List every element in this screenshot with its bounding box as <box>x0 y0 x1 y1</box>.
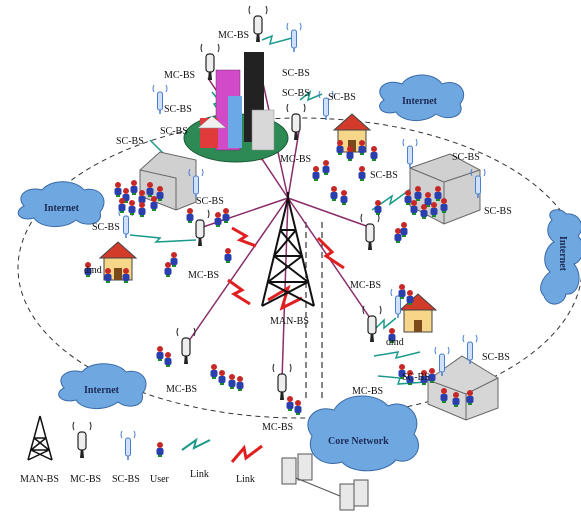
man-bs-tower <box>261 192 315 307</box>
label-sc-bs-bottom-right: SC-BS <box>402 372 430 383</box>
legend-backhaul-link-icon <box>230 444 263 463</box>
internet-cloud-left <box>17 181 105 227</box>
core-servers <box>281 453 369 511</box>
label-dmd-right: dmd <box>386 337 404 348</box>
label-sc-bs-right-3: SC-BS <box>484 206 512 217</box>
label-internet-bottom: Internet <box>84 385 120 396</box>
internet-cloud-top <box>379 74 465 121</box>
sc-bs-right-building <box>402 138 418 169</box>
legend-mc-bs-icon <box>72 421 92 459</box>
house-left <box>99 241 137 281</box>
sc-bs-top <box>286 22 302 53</box>
legend-label-sc-bs: SC-BS <box>112 474 140 485</box>
label-sc-bs-right-2: SC-BS <box>370 170 398 181</box>
house-right <box>399 293 437 333</box>
label-sc-bs-center: SC-BS <box>282 88 310 99</box>
label-sc-bs-lower-right: SC-BS <box>482 352 510 363</box>
label-mc-bs-lower-right: MC-BS <box>352 386 383 397</box>
legend-label-user: User <box>150 474 170 485</box>
legend-man-bs-icon <box>27 415 53 461</box>
mc-bs-top <box>248 5 268 43</box>
legend-label-man-bs: MAN-BS <box>20 474 59 485</box>
mc-bs-lower-left <box>176 327 196 365</box>
internet-cloud-right <box>540 209 581 305</box>
label-internet-top: Internet <box>402 96 438 107</box>
label-sc-bs-right-1: SC-BS <box>452 152 480 163</box>
mc-bs-right <box>360 213 380 251</box>
label-mc-bs-lower-left: MC-BS <box>166 384 197 395</box>
label-mc-bs-top: MC-BS <box>218 30 249 41</box>
label-mc-bs-upper-left: MC-BS <box>164 70 195 81</box>
label-mc-bs-left: MC-BS <box>188 270 219 281</box>
label-sc-bs-upper-left-2: SC-BS <box>160 126 188 137</box>
label-core-network: Core Network <box>328 436 389 447</box>
label-sc-bs-left: SC-BS <box>92 222 120 233</box>
label-sc-bs-upper-left-1: SC-BS <box>164 104 192 115</box>
core-fiber-link <box>305 222 323 400</box>
fiber-links <box>185 59 373 381</box>
legend-label-backhaul-link: Link <box>236 474 255 485</box>
label-sc-bs-left-building: SC-BS <box>196 196 224 207</box>
legend-user-icon <box>156 442 164 457</box>
mc-bs-center <box>286 103 306 141</box>
legend: MAN-BS MC-BS SC-BS User Link Link <box>20 415 263 485</box>
network-boundary <box>17 117 581 419</box>
label-dmd-left: dmd <box>84 265 102 276</box>
office-building-bottom-right <box>427 355 499 421</box>
label-internet-right: Internet <box>557 236 568 272</box>
legend-wireless-link-icon <box>181 437 211 451</box>
internet-cloud-bottom <box>58 363 147 409</box>
label-sc-bs-top: SC-BS <box>282 68 310 79</box>
office-building-left <box>139 151 197 211</box>
label-mc-bs-center: MC-BS <box>280 154 311 165</box>
legend-label-mc-bs: MC-BS <box>70 474 101 485</box>
legend-sc-bs-icon <box>120 430 136 461</box>
label-sc-bs-top-house: SC-BS <box>328 92 356 103</box>
legend-label-wireless-link: Link <box>190 469 209 480</box>
label-internet-left: Internet <box>44 203 80 214</box>
urban-area <box>183 52 289 163</box>
label-sc-bs-upper-left-3: SC-BS <box>116 136 144 147</box>
label-mc-bs-bottom: MC-BS <box>262 422 293 433</box>
label-mc-bs-right: MC-BS <box>350 280 381 291</box>
label-man-bs: MAN-BS <box>270 316 309 327</box>
core-network-cloud <box>307 395 419 472</box>
